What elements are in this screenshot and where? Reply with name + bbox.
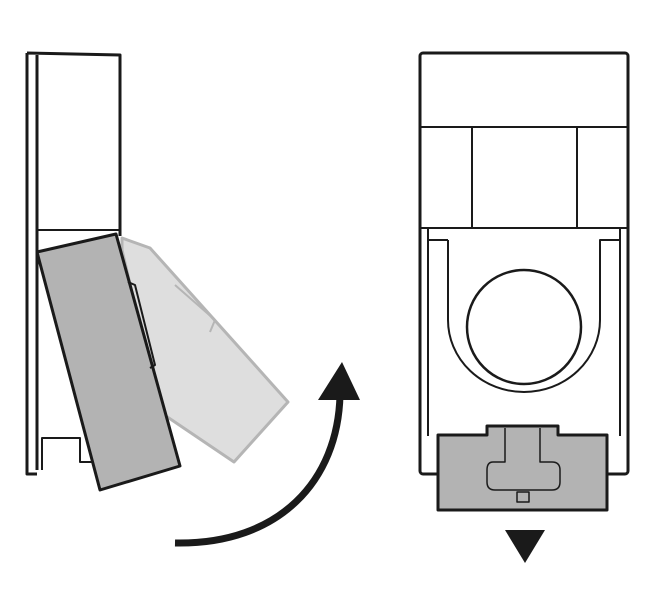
front-view-u-channel [428, 239, 620, 393]
side-view-bottom-latch [41, 437, 95, 470]
side-view-device [25, 51, 122, 476]
tray-tilted-handle [127, 281, 156, 369]
triangle-down-icon [505, 530, 545, 563]
front-view-body [418, 51, 630, 476]
curved-arrow-up-icon [318, 362, 360, 400]
side-view-body [25, 51, 122, 476]
rotate-arrow-shaft [174, 394, 344, 547]
tray-front-pulled [436, 424, 609, 512]
ghost-tray-tab [174, 284, 216, 333]
front-view-round-opening [465, 268, 583, 386]
tray-front-notch [516, 491, 530, 503]
front-view-device [418, 51, 630, 476]
front-view-inner-frame [427, 228, 621, 436]
tray-tilted [35, 232, 182, 492]
tray-front-handle [486, 428, 561, 491]
